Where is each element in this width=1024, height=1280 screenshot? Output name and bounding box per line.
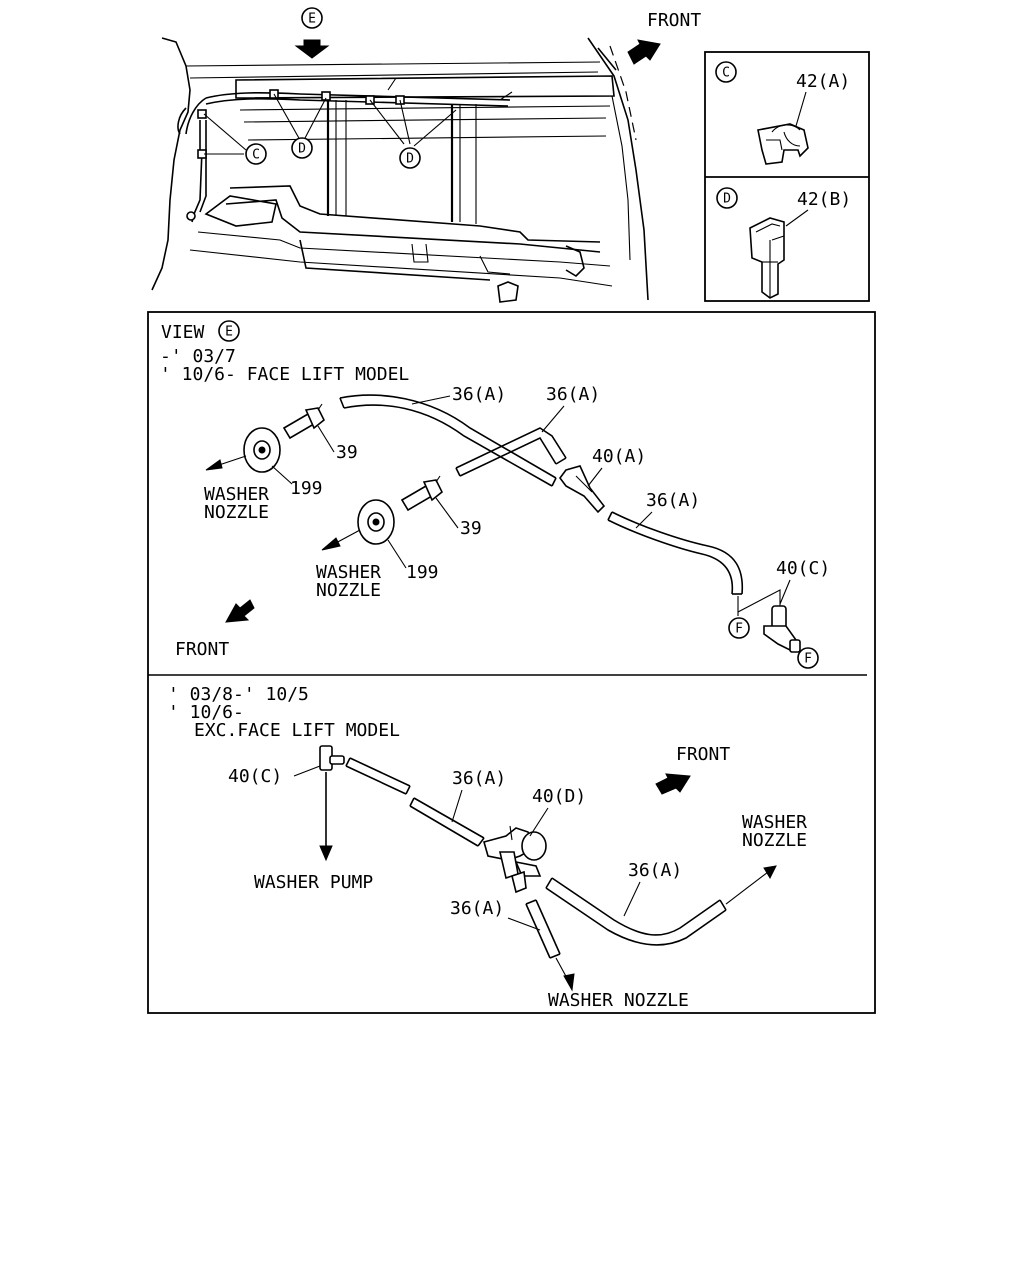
- upper-hose-label-2: 36(A): [546, 384, 600, 405]
- upper-nozzle-part-2: 39: [460, 518, 482, 539]
- inset-d-part: 42(B): [797, 189, 851, 210]
- view-direction-arrow-icon: [294, 39, 330, 59]
- inset-boxes: C 42(A) D 42(B): [704, 51, 870, 302]
- lower-range-line2: ' 10/6-: [168, 702, 244, 723]
- inset-c-part: 42(A): [796, 71, 850, 92]
- lower-nozzle-right-line1: WASHER: [742, 812, 807, 833]
- upper-cap-part-1: 199: [290, 478, 323, 499]
- upper-hose-label-1: 36(A): [452, 384, 506, 405]
- lower-hose-4: [525, 899, 561, 959]
- lower-nozzle-bottom: WASHER NOZZLE: [548, 990, 689, 1011]
- view-title: VIEW: [161, 322, 205, 343]
- inset-d-marker-circle: [716, 187, 738, 209]
- front-label-top: FRONT: [647, 10, 701, 31]
- callout-d-left: D: [298, 142, 306, 157]
- lower-hose-1: [345, 757, 411, 795]
- view-e-marker: E: [308, 12, 316, 27]
- upper-cap-part-2: 199: [406, 562, 439, 583]
- upper-conn-f2: F: [804, 652, 812, 667]
- lower-nozzle-right-line2: NOZZLE: [742, 830, 807, 851]
- upper-conn-f1: F: [735, 622, 743, 637]
- upper-hose-main: [339, 394, 557, 487]
- lower-joint-c-label: 40(C): [228, 766, 282, 787]
- upper-nozzle-text-1a: WASHER: [204, 484, 269, 505]
- lower-hose-3: [545, 877, 727, 946]
- upper-nozzle-text-1b: NOZZLE: [204, 502, 269, 523]
- upper-hose-right: [607, 511, 744, 595]
- upper-front-label: FRONT: [175, 639, 229, 660]
- view-e-panel: VIEW E -' 03/7 ' 10/6- FACE LIFT MODEL 3…: [147, 311, 876, 1014]
- vehicle-overview: C D D E FRONT: [151, 7, 701, 303]
- callout-d-right: D: [406, 152, 414, 167]
- inset-c-marker: C: [722, 66, 730, 81]
- upper-t-joint: [763, 605, 801, 653]
- inset-c-marker-circle: [715, 61, 737, 83]
- upper-joint-a-label: 40(A): [592, 446, 646, 467]
- washer-nozzle-39-lower: [400, 475, 444, 512]
- lower-hose-label-1: 36(A): [452, 768, 506, 789]
- lower-front-arrow-icon: [655, 773, 691, 795]
- lower-hose-2: [409, 797, 485, 847]
- upper-nozzle-text-2a: WASHER: [316, 562, 381, 583]
- upper-nozzle-text-2b: NOZZLE: [316, 580, 381, 601]
- upper-y-joint: [559, 465, 606, 514]
- upper-nozzle-arrow-1-icon: [205, 459, 223, 471]
- upper-front-arrow-icon: [225, 599, 255, 623]
- lower-pump-label: WASHER PUMP: [254, 872, 373, 893]
- callout-c-circle: [245, 143, 267, 165]
- lower-nozzle-bottom-arrow-icon: [563, 973, 575, 992]
- washer-nozzle-39-upper: [282, 403, 326, 440]
- callout-d-left-circle: [291, 137, 313, 159]
- upper-nozzle-arrow-2-icon: [321, 537, 341, 551]
- nozzle-cap-199-upper: [243, 427, 281, 473]
- inset-d-marker: D: [723, 192, 731, 207]
- lower-hose-label-2: 36(A): [450, 898, 504, 919]
- lower-nozzle-right-arrow-icon: [763, 865, 777, 880]
- upper-range-line2: ' 10/6- FACE LIFT MODEL: [160, 364, 409, 385]
- callout-c: C: [252, 148, 260, 163]
- upper-range-line1: -' 03/7: [160, 346, 236, 367]
- callout-d-right-circle: [399, 147, 421, 169]
- upper-hose-label-3: 36(A): [646, 490, 700, 511]
- lower-range-line3: EXC.FACE LIFT MODEL: [194, 720, 400, 741]
- lower-valve-40d: [483, 825, 547, 894]
- lower-t-joint: [319, 745, 345, 771]
- front-arrow-icon: [627, 39, 661, 65]
- upper-hose-bent: [455, 427, 567, 477]
- upper-joint-c-label: 40(C): [776, 558, 830, 579]
- pump-arrow-icon: [319, 845, 333, 862]
- lower-joint-d-label: 40(D): [532, 786, 586, 807]
- view-e-marker-circle: [301, 7, 323, 29]
- lower-range-line1: ' 03/8-' 10/5: [168, 684, 309, 705]
- clip-42a-icon: [757, 123, 809, 165]
- upper-nozzle-part-1: 39: [336, 442, 358, 463]
- clip-42b-icon: [749, 217, 785, 299]
- lower-front-label: FRONT: [676, 744, 730, 765]
- lower-hose-label-3: 36(A): [628, 860, 682, 881]
- nozzle-cap-199-lower: [357, 499, 395, 545]
- view-title-marker: E: [225, 325, 233, 340]
